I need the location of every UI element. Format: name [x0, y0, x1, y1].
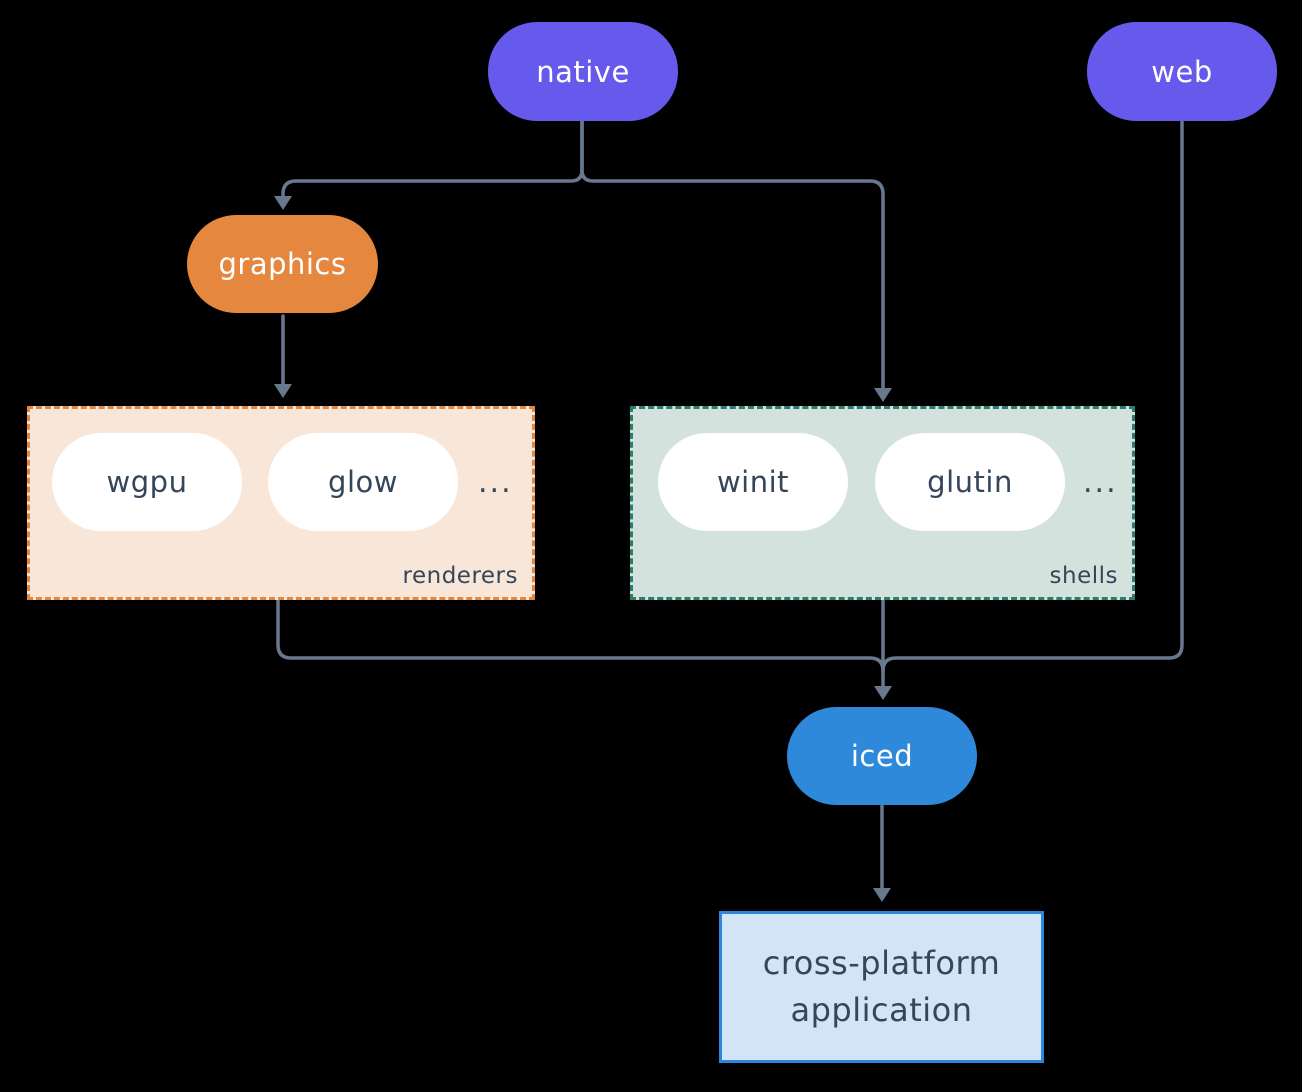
node-web-label: web	[1151, 54, 1213, 89]
node-web: web	[1087, 22, 1277, 121]
app-label-line1: cross-platform	[762, 944, 1001, 982]
group-shells: winit glutin ... shells	[630, 406, 1135, 600]
node-native: native	[488, 22, 678, 121]
arrowhead-shells-icon	[874, 388, 892, 402]
node-winit-label: winit	[716, 465, 790, 499]
node-graphics: graphics	[187, 215, 378, 313]
app-label-line2: application	[790, 991, 973, 1029]
group-renderers-label: renderers	[402, 563, 518, 589]
node-glow-label: glow	[328, 465, 398, 499]
edge-native-shells	[580, 119, 885, 390]
node-wgpu: wgpu	[52, 433, 242, 531]
edge-renderers-iced	[276, 599, 885, 673]
arrowhead-graphics-icon	[274, 196, 292, 210]
arrowhead-renderers-icon	[274, 384, 292, 398]
node-winit: winit	[658, 433, 848, 531]
arrowhead-app-icon	[873, 888, 891, 902]
node-iced: iced	[787, 707, 977, 805]
group-renderers: wgpu glow ... renderers	[27, 406, 535, 600]
shells-ellipsis: ...	[1083, 464, 1118, 500]
node-graphics-label: graphics	[218, 247, 347, 281]
edge-native-graphics	[281, 119, 584, 198]
node-native-label: native	[536, 54, 630, 89]
node-glutin: glutin	[875, 433, 1065, 531]
node-glow: glow	[268, 433, 458, 531]
node-iced-label: iced	[850, 739, 914, 773]
node-glutin-label: glutin	[927, 465, 1013, 499]
renderers-ellipsis: ...	[478, 464, 513, 500]
node-wgpu-label: wgpu	[106, 465, 188, 499]
group-shells-label: shells	[1049, 563, 1118, 589]
arrowhead-iced-icon	[874, 686, 892, 700]
node-cross-platform-application: cross-platform application	[719, 911, 1044, 1063]
